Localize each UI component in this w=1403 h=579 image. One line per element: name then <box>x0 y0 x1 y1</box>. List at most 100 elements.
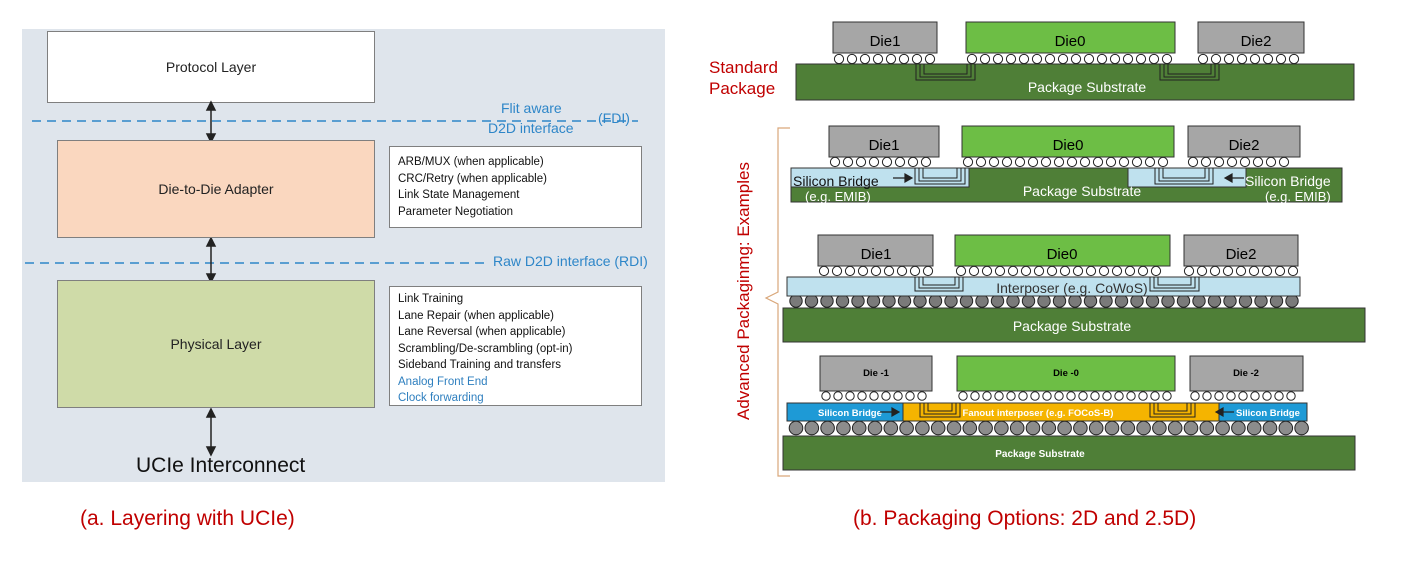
bump <box>978 420 993 436</box>
bump <box>917 391 927 401</box>
bump <box>804 420 820 436</box>
row4-bridge-right-label: Silicon Bridge <box>1236 408 1300 419</box>
bump <box>1126 391 1136 401</box>
bump <box>866 294 881 308</box>
bump <box>1044 53 1056 65</box>
row4-arrows <box>880 406 1234 418</box>
bump <box>1262 420 1278 436</box>
bump <box>1006 294 1020 308</box>
row1-routing <box>915 64 1220 81</box>
bump <box>1131 156 1143 168</box>
bump <box>899 420 914 436</box>
bump <box>897 294 912 308</box>
bump <box>1145 294 1160 308</box>
fdi-label-line1: Flit aware <box>501 100 562 116</box>
bump <box>883 420 899 436</box>
bump <box>1027 156 1039 168</box>
row1-bumps <box>833 53 1300 65</box>
bump <box>829 156 841 168</box>
bump <box>992 53 1004 65</box>
bump <box>1057 420 1072 436</box>
bump <box>1238 391 1248 401</box>
bump <box>1096 53 1108 65</box>
die-box <box>961 125 1175 158</box>
die-label: Die -2 <box>1233 368 1259 379</box>
bump <box>959 294 974 308</box>
bump <box>1053 156 1065 168</box>
bump <box>1088 420 1104 436</box>
row3-cowos: Package Substrate Interposer (e.g. CoWoS… <box>782 234 1366 343</box>
bump <box>1006 391 1016 401</box>
physical-feature: Link Training <box>398 293 464 305</box>
bump <box>1079 156 1091 168</box>
bump <box>979 53 991 65</box>
bump <box>924 53 936 65</box>
bump <box>988 156 1000 168</box>
bump <box>836 420 851 436</box>
die-box <box>828 125 940 158</box>
physical-feature: Scrambling/De-scrambling (opt-in) <box>398 342 573 355</box>
bump <box>1120 420 1136 436</box>
physical-feature: Lane Reversal (when applicable) <box>398 326 566 338</box>
physical-feature-clock: Clock forwarding <box>398 392 484 404</box>
die-label: Die1 <box>870 33 901 50</box>
row1-standard-package: Package Substrate Die1 Die0 Die2 <box>795 21 1355 101</box>
row4-substrate <box>782 435 1356 471</box>
bump <box>911 53 923 65</box>
bump <box>1231 420 1246 436</box>
advanced-brace <box>764 127 790 477</box>
row4-routing <box>919 403 1196 418</box>
bump <box>1122 53 1134 65</box>
bump <box>1246 420 1262 436</box>
bump <box>955 265 967 277</box>
standard-label-line2: Package <box>709 79 776 98</box>
rdi-label: Raw D2D interface (RDI) <box>493 253 648 269</box>
physical-layer-box: Physical Layer <box>57 280 375 408</box>
row3-substrate <box>782 307 1366 343</box>
bump <box>1223 294 1237 308</box>
adapter-feature: ARB/MUX (when applicable) <box>398 156 544 168</box>
bump <box>1207 294 1222 308</box>
bump <box>982 391 992 401</box>
bump <box>842 156 854 168</box>
bump <box>994 391 1004 401</box>
bump <box>1052 294 1067 308</box>
bump <box>1288 53 1300 65</box>
bump <box>905 391 915 401</box>
bump <box>835 294 850 308</box>
die-label: Die0 <box>1053 137 1084 154</box>
bump <box>1085 265 1097 277</box>
bump <box>966 53 978 65</box>
bump <box>1025 420 1041 436</box>
bump <box>958 391 968 401</box>
bump <box>867 420 883 436</box>
bump <box>1099 294 1113 308</box>
row4-bridge-left-label: Silicon Bridge <box>818 408 882 419</box>
adapter-features-box: ARB/MUX (when applicable) CRC/Retry (whe… <box>389 146 642 228</box>
bump <box>1157 156 1169 168</box>
adapter-feature: CRC/Retry (when applicable) <box>398 172 547 185</box>
bump <box>1222 265 1234 277</box>
bump <box>1235 265 1247 277</box>
row4-fanout-label: Fanout interposer (e.g. FOCoS-B) <box>963 408 1114 419</box>
bump <box>831 265 843 277</box>
bump <box>915 420 930 436</box>
die-label: Die -0 <box>1053 368 1079 379</box>
bump <box>1105 156 1117 168</box>
bump <box>1167 420 1183 436</box>
bump <box>1078 391 1088 401</box>
bump <box>851 420 867 436</box>
bump <box>962 156 974 168</box>
bump <box>896 265 908 277</box>
die-box <box>965 21 1176 54</box>
bump <box>804 294 819 308</box>
bump <box>1213 156 1225 168</box>
standard-label-line1: Standard <box>709 58 778 77</box>
bump <box>1033 265 1045 277</box>
row4-substrate-label: Package Substrate <box>995 449 1085 460</box>
bump <box>821 391 831 401</box>
bump <box>1144 156 1156 168</box>
bump <box>885 53 897 65</box>
bump <box>1215 420 1230 436</box>
